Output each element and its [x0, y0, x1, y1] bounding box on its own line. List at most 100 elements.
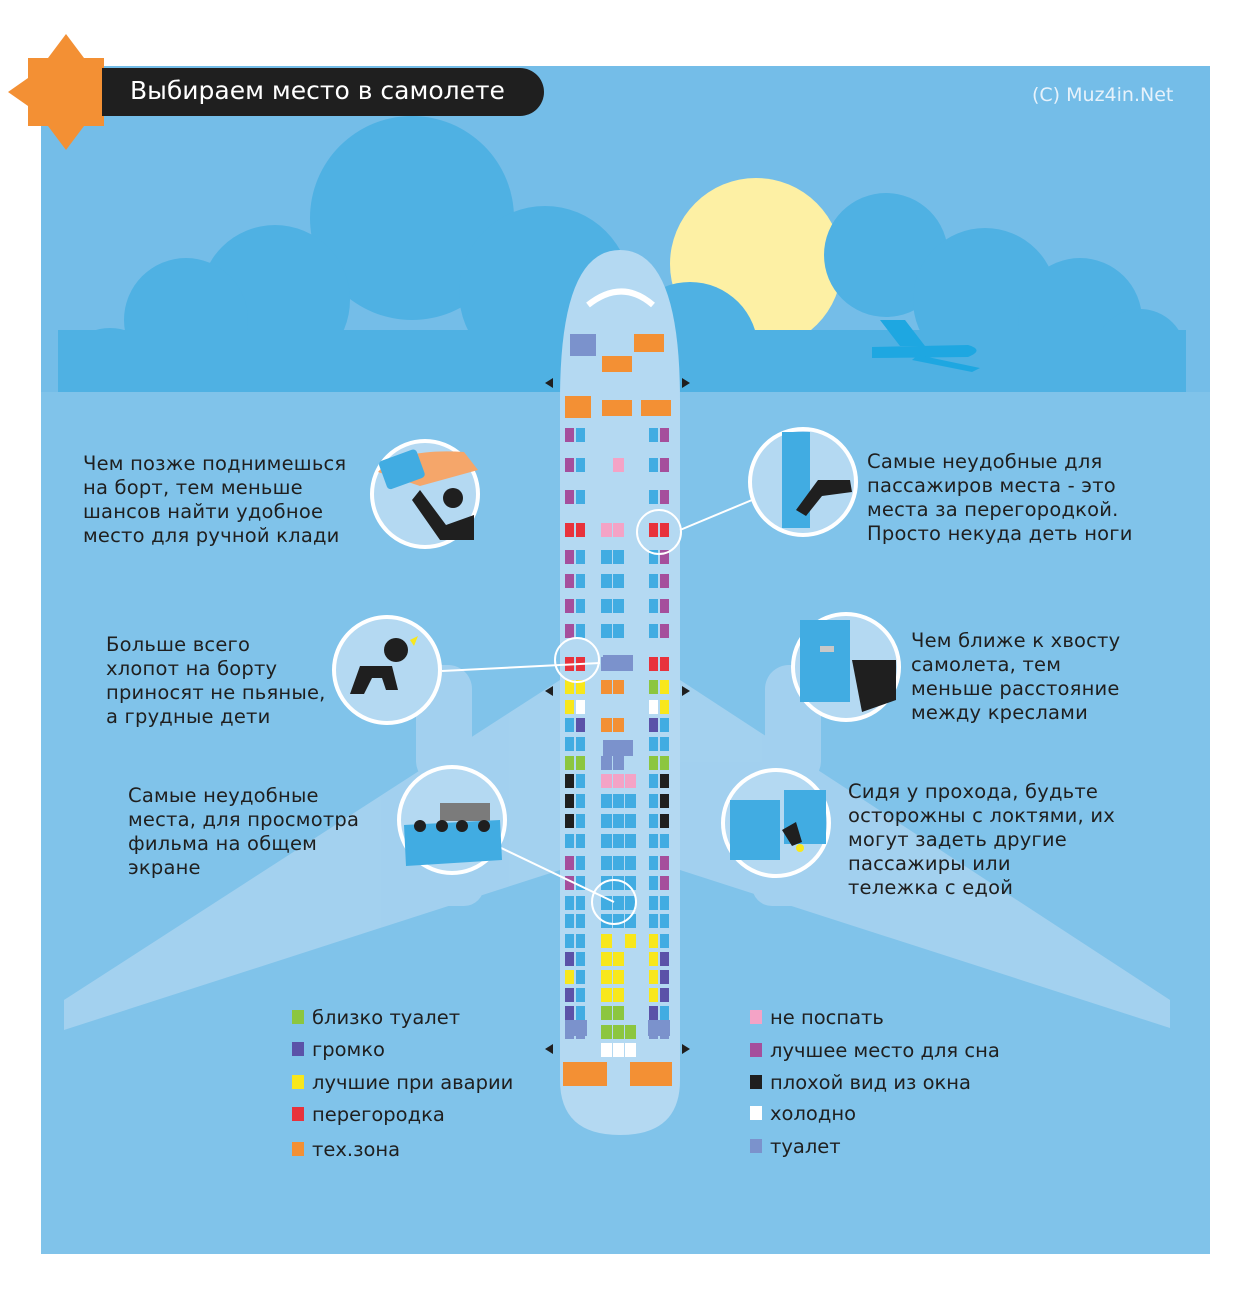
crash-best-seat — [613, 952, 624, 966]
tech-zone-block — [613, 680, 624, 694]
best-sleep-seat — [565, 458, 574, 472]
seat — [565, 934, 574, 948]
toilet-block — [613, 756, 624, 770]
toilet-block — [601, 756, 612, 770]
legend-item: перегородка — [292, 1102, 445, 1126]
toilet-block — [603, 740, 633, 756]
seat — [576, 774, 585, 788]
seat — [576, 624, 585, 638]
crash-best-seat — [613, 988, 624, 1002]
near-toilet-seat — [576, 756, 585, 770]
seat — [601, 550, 612, 564]
partition-seat — [660, 523, 669, 537]
best-sleep-seat — [565, 490, 574, 504]
baby-icon — [332, 615, 442, 725]
legend-swatch — [750, 1106, 762, 1120]
cold-seat — [613, 1043, 624, 1057]
cold-seat — [649, 700, 658, 714]
seat — [649, 876, 658, 890]
bad-window-seat — [660, 794, 669, 808]
seat — [601, 794, 612, 808]
seat — [565, 834, 574, 848]
aisle-icon — [721, 768, 831, 878]
seat — [601, 876, 612, 890]
partition-seat — [649, 523, 658, 537]
seat — [576, 896, 585, 910]
small-plane-silhouette — [872, 320, 980, 372]
best-sleep-seat — [565, 599, 574, 613]
best-sleep-seat — [660, 428, 669, 442]
near-toilet-seat — [649, 680, 658, 694]
seat — [601, 914, 612, 928]
crash-best-seat — [565, 700, 574, 714]
best-sleep-seat — [565, 856, 574, 870]
movie-highlight — [591, 879, 637, 925]
seat — [601, 896, 612, 910]
legend-label: туалет — [770, 1134, 841, 1158]
no-sleep-seat — [625, 774, 636, 788]
cockpit-window — [586, 288, 655, 308]
noisy-seat — [660, 952, 669, 966]
seat — [649, 814, 658, 828]
legend-item: лучшее место для сна — [750, 1038, 1000, 1062]
seat — [625, 794, 636, 808]
movie-connector — [494, 844, 615, 903]
crash-best-seat — [649, 988, 658, 1002]
legend-swatch — [750, 1043, 762, 1057]
cold-seat — [601, 1043, 612, 1057]
seat — [565, 914, 574, 928]
seat — [649, 490, 658, 504]
bad-window-seat — [565, 774, 574, 788]
seat — [576, 952, 585, 966]
tech-zone-block — [602, 356, 632, 372]
crash-best-seat — [565, 680, 574, 694]
crash-best-seat — [613, 970, 624, 984]
bad-window-seat — [565, 794, 574, 808]
bad-window-seat — [565, 814, 574, 828]
no-sleep-seat — [601, 523, 612, 537]
seat — [660, 718, 669, 732]
seat — [660, 914, 669, 928]
near-toilet-seat — [613, 1006, 624, 1020]
seat — [660, 834, 669, 848]
seat — [576, 1006, 585, 1020]
seat — [576, 428, 585, 442]
seat — [576, 988, 585, 1002]
tail-seats-icon — [791, 612, 901, 722]
best-sleep-seat — [660, 599, 669, 613]
near-toilet-seat — [660, 756, 669, 770]
tech-zone-block — [601, 718, 612, 732]
legroom-icon — [748, 427, 858, 537]
legend-item: громко — [292, 1037, 385, 1061]
partition-seat — [576, 523, 585, 537]
no-sleep-seat — [613, 458, 624, 472]
toilet-block — [648, 1020, 670, 1036]
legend-label: тех.зона — [312, 1137, 401, 1161]
seat — [649, 574, 658, 588]
noisy-seat — [565, 1006, 574, 1020]
legend-label: не поспать — [770, 1005, 884, 1029]
near-toilet-seat — [613, 1025, 624, 1039]
partition-seat — [565, 523, 574, 537]
tech-zone-block — [641, 400, 671, 416]
best-sleep-seat — [565, 550, 574, 564]
near-toilet-seat — [601, 1006, 612, 1020]
seat — [649, 774, 658, 788]
toilet-block — [603, 655, 633, 671]
legend-label: близко туалет — [312, 1005, 461, 1029]
legend-swatch — [292, 1107, 304, 1121]
star-logo — [8, 34, 124, 150]
seat — [649, 914, 658, 928]
seat — [613, 834, 624, 848]
seat — [576, 737, 585, 751]
seat — [576, 599, 585, 613]
no-sleep-seat — [601, 774, 612, 788]
seat — [660, 737, 669, 751]
seat — [576, 574, 585, 588]
seat — [576, 970, 585, 984]
best-sleep-seat — [565, 574, 574, 588]
seat — [625, 896, 636, 910]
best-sleep-seat — [660, 876, 669, 890]
